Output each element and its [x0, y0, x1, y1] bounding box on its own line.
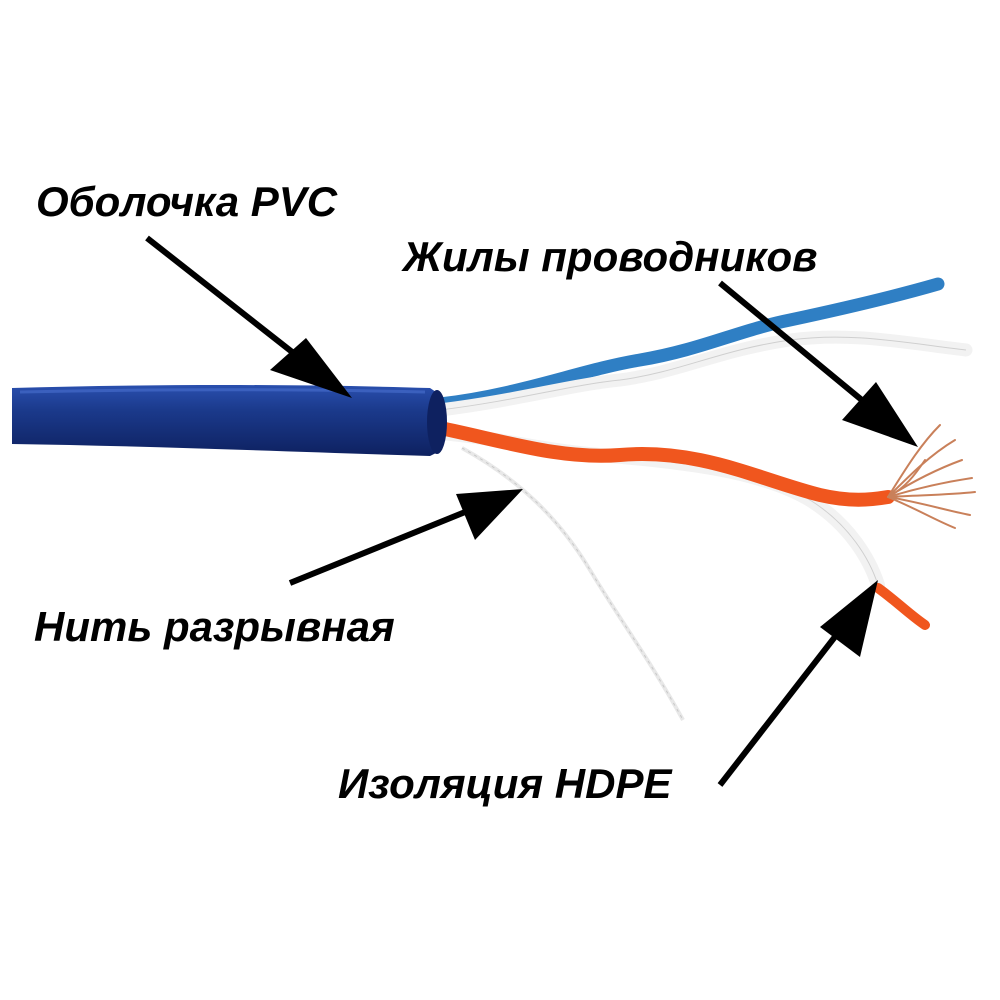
rip-cord: [461, 446, 685, 721]
rip-cord-outline: [461, 447, 684, 721]
label-hdpe-insulation: Изоляция HDPE: [338, 760, 672, 807]
white-wire-blue-pair-edge: [439, 336, 967, 411]
arrow-sheath: [145, 235, 352, 398]
label-conductors: Жилы проводников: [403, 233, 818, 280]
orange-wire: [433, 421, 895, 507]
orange-wire-end: [873, 583, 930, 630]
arrow-insulation: [717, 580, 878, 787]
pvc-jacket: [12, 385, 447, 456]
blue-wire: [433, 277, 945, 411]
arrow-ripcord: [288, 489, 523, 586]
copper-strands: [887, 424, 976, 529]
label-rip-cord: Нить разрывная: [34, 603, 395, 650]
arrow-conductors: [718, 280, 918, 447]
label-pvc-sheath: Оболочка PVC: [36, 178, 338, 225]
